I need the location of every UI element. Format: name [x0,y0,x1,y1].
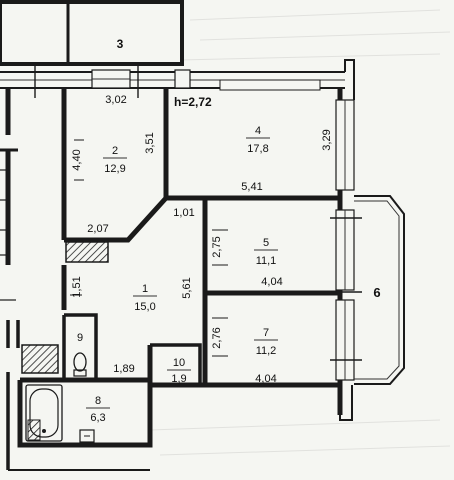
dimension-ticks [70,139,228,357]
dimension-label: 1,51 [71,276,83,297]
room-10-label: 10 1,9 [167,357,191,385]
room-number: 8 [95,395,101,407]
room-number: 1 [142,283,148,295]
room-area: 1,9 [171,373,186,385]
room-area: 11,1 [256,255,277,267]
room-area: 17,8 [247,143,268,155]
dimension-label: 4,04 [255,373,276,385]
sink-icon [79,429,95,443]
room-number: 4 [255,125,261,137]
dimension-label: 2,76 [211,327,223,348]
room-9-number: 9 [77,332,83,344]
room-5-label: 5 11,1 [254,237,278,267]
room-3-number: 3 [117,37,124,51]
room-3-block [0,0,184,66]
dimension-label: 4,40 [71,149,83,170]
dimension-label: 1,89 [113,363,134,375]
room-area: 15,0 [134,301,155,313]
room-4-window [219,79,321,91]
room-1-label: 1 15,0 [133,283,157,313]
room-number: 5 [263,237,269,249]
bath-hatched-block [27,419,41,441]
room-area: 12,9 [104,163,125,175]
toilet-icon [73,352,87,377]
room-number: 10 [173,357,185,369]
dimension-label: 1,01 [173,207,194,219]
balcony-outline [354,195,405,385]
dimension-label: 2,75 [211,236,223,257]
dimension-label: 5,61 [181,277,193,298]
right-windows [330,99,362,421]
room-area: 11,2 [256,345,277,357]
hatched-column-1 [65,241,109,263]
room-8-label: 8 6,3 [86,395,110,424]
room-number: 2 [112,145,118,157]
hatched-column-2 [21,344,59,374]
left-stair-ticks [0,169,16,301]
dimension-label: 3,02 [105,94,126,106]
background-texture [149,9,451,456]
dimension-label: 3,51 [144,132,156,153]
dimension-label: 4,04 [261,276,282,288]
room-7-label: 7 11,2 [254,327,278,357]
dimension-label: 3,29 [321,129,333,150]
ceiling-height-label: h=2,72 [174,95,212,109]
dimension-label: 5,41 [241,181,262,193]
dimension-label: 2,07 [87,223,108,235]
room-2-label: 2 12,9 [103,145,127,175]
room-area: 6,3 [90,412,105,424]
balcony-inner [354,200,400,380]
room-4-label: 4 17,8 [246,125,270,155]
walls [0,88,343,471]
exterior-top-wall [0,59,355,100]
room-number: 7 [263,327,269,339]
room-6-number: 6 [373,285,380,300]
bathtub-icon [25,384,63,442]
